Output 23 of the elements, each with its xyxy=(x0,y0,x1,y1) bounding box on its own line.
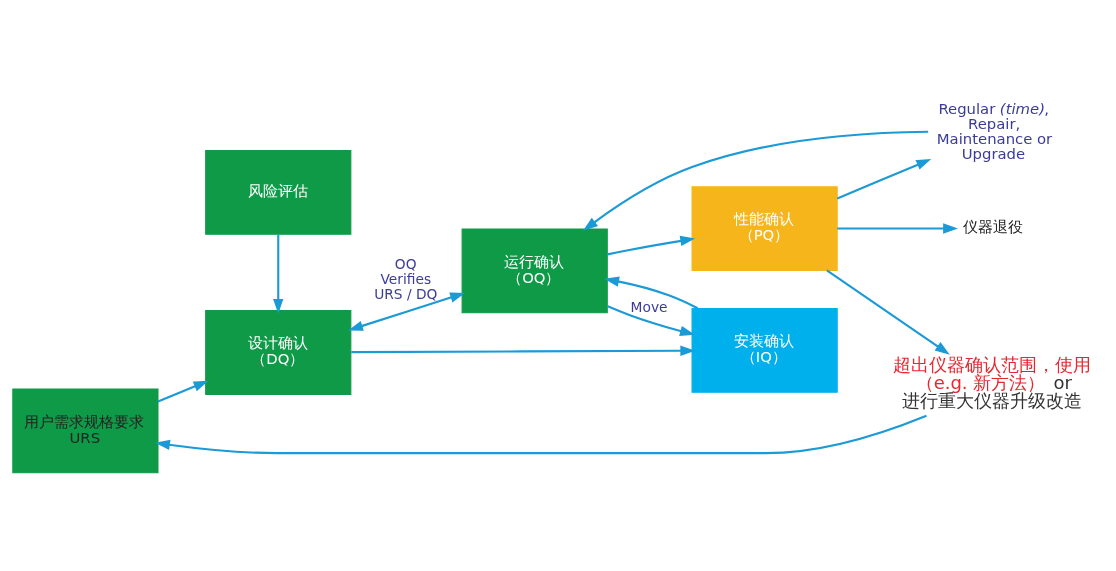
node-box: 安装确认 （IQ） xyxy=(691,307,838,393)
arrow xyxy=(582,130,929,231)
node-box: 用户需求规格要求 URS xyxy=(12,388,159,473)
node-box: 性能确认 （PQ） xyxy=(691,185,838,271)
arrow xyxy=(604,275,699,309)
edge-label: OQ Verifies URS / DQ xyxy=(374,255,438,302)
arrow xyxy=(155,414,927,454)
arrow xyxy=(836,158,932,199)
node-box: 运行确认 （OQ） xyxy=(461,228,608,313)
arrow xyxy=(351,345,696,356)
arrow xyxy=(607,235,696,255)
arrow xyxy=(837,222,958,234)
arrow xyxy=(348,292,465,331)
arrow xyxy=(273,234,284,314)
arrow xyxy=(607,304,695,336)
node-box: 风险评估 xyxy=(205,149,352,235)
arrow xyxy=(826,269,950,355)
edge-label: Move xyxy=(630,298,668,315)
node-text: Regular (time), Repair, Maintenance or Upgrade xyxy=(936,99,1053,162)
arrow xyxy=(157,380,209,402)
node-text: 仪器退役 xyxy=(963,217,1024,235)
node-box: 设计确认 （DQ） xyxy=(205,309,352,395)
node-text: 超出仪器确认范围，使用 （e.g. 新方法） or 进行重大仪器升级改造 xyxy=(893,353,1092,411)
